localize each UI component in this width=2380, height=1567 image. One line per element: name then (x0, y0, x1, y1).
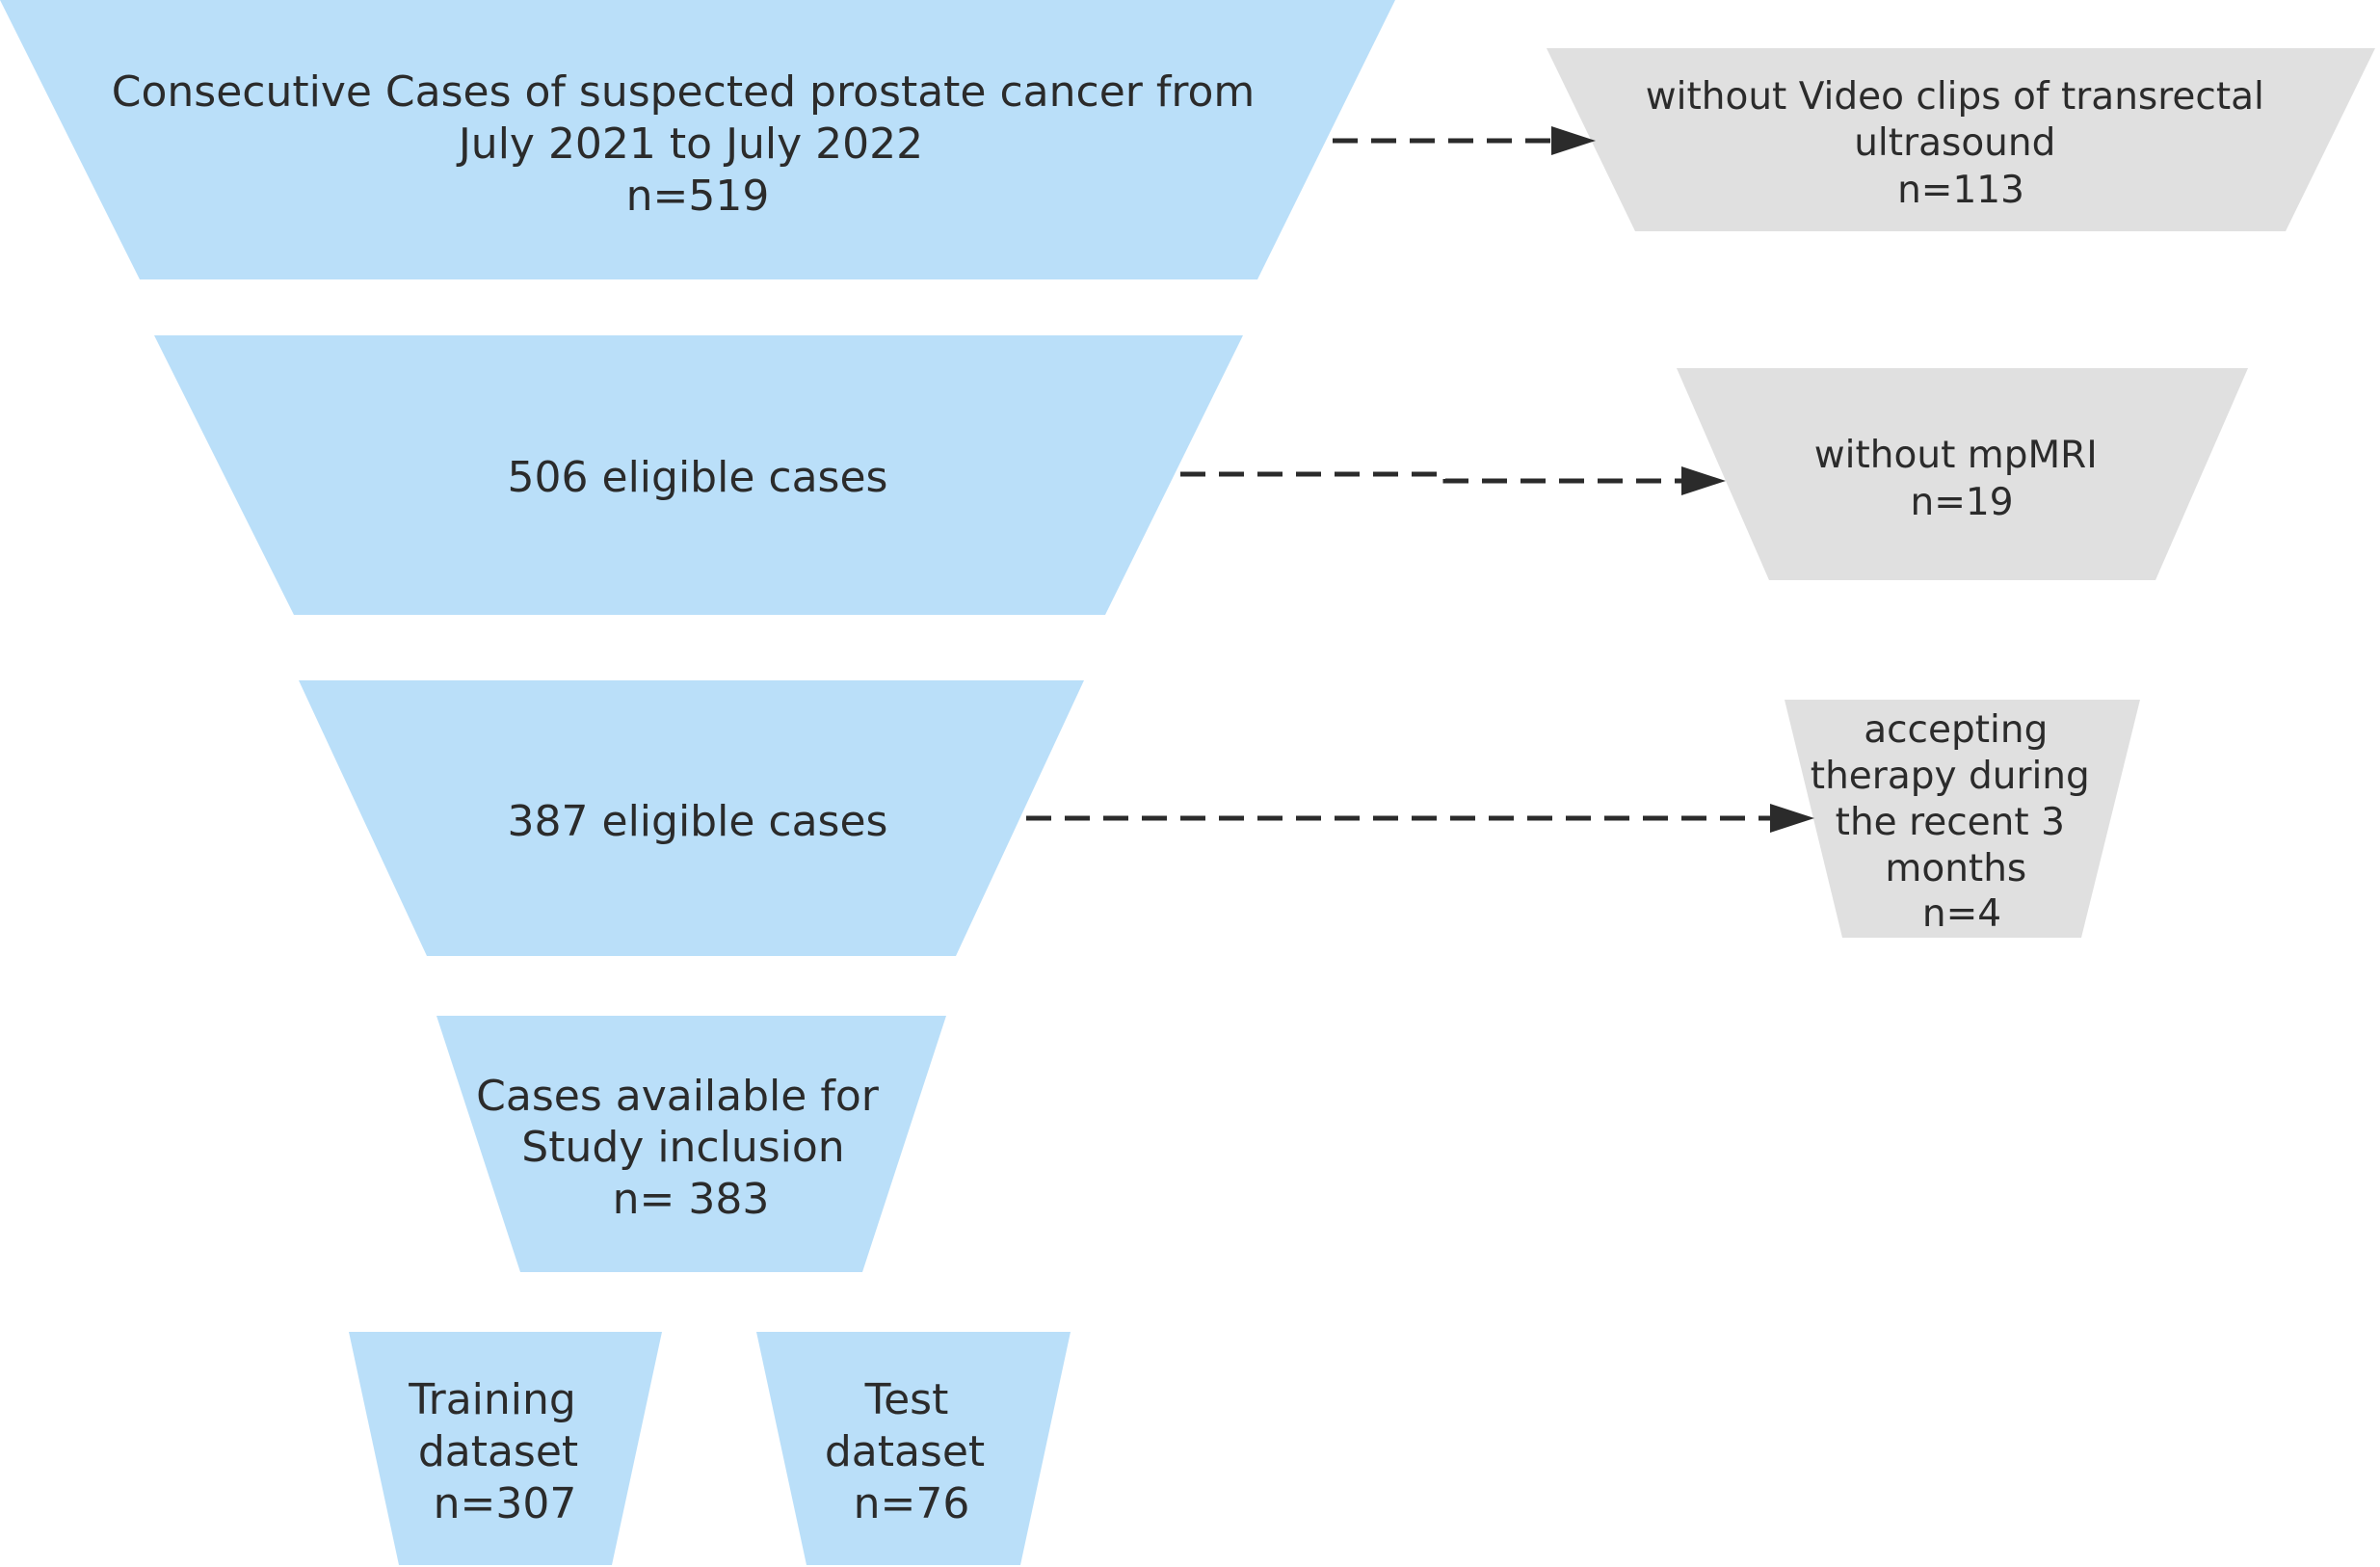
exclusion-arrow-2-head (1681, 466, 1726, 495)
training-dataset-node: Training dataset n=307 (349, 1332, 662, 1565)
stage4-line-2: Study inclusion (521, 1123, 844, 1172)
stage4-line-3: n= 383 (613, 1175, 770, 1224)
exclusion-arrow-3-head (1770, 804, 1814, 833)
exclusion-arrow-1 (1333, 126, 1596, 155)
stage4-line-1: Cases available for (476, 1072, 880, 1121)
exclusion-therapy-label: accepting therapy during the recent 3 mo… (1811, 708, 2102, 936)
test-dataset-line-3: n=76 (854, 1479, 970, 1528)
exclusion-therapy-line-2: therapy during (1811, 755, 2090, 798)
stage1-label: Consecutive Cases of suspected prostate … (112, 67, 1269, 221)
exclusion-no-mpmri-trapezoid (1677, 368, 2248, 580)
exclusion-no-mpmri-line-1: without mpMRI (1814, 434, 2098, 477)
exclusion-therapy-line-4: months (1885, 847, 2026, 890)
training-dataset-line-2: dataset (418, 1427, 578, 1476)
stage3-trapezoid (299, 680, 1084, 956)
stage1-line-3: n=519 (626, 172, 770, 221)
stage3-label: 387 eligible cases (508, 797, 888, 846)
stage3-line-1: 387 eligible cases (508, 797, 888, 846)
exclusion-therapy-line-5: n=4 (1922, 892, 2001, 936)
stage2-line-1: 506 eligible cases (508, 453, 888, 502)
exclusion-therapy-line-1: accepting (1864, 708, 2048, 752)
stage4-trapezoid (436, 1016, 946, 1272)
exclusion-arrow-2-line (1180, 471, 1691, 484)
training-dataset-line-1: Training (408, 1375, 576, 1424)
stage2-trapezoid (154, 335, 1243, 615)
exclusion-no-video-node: without Video clips of transrectal ultra… (1547, 48, 2375, 231)
exclusion-therapy-trapezoid (1785, 700, 2140, 938)
stage4-node: Cases available for Study inclusion n= 3… (436, 1016, 946, 1272)
exclusion-no-mpmri-label: without mpMRI n=19 (1814, 434, 2109, 524)
exclusion-arrow-1-head (1551, 126, 1596, 155)
exclusion-arrow-3 (1026, 804, 1814, 833)
exclusion-no-video-line-2: ultrasound (1854, 121, 2055, 165)
stage1-line-1: Consecutive Cases of suspected prostate … (112, 67, 1256, 117)
training-dataset-label: Training dataset n=307 (408, 1375, 592, 1528)
stage1-line-2: July 2021 to July 2022 (456, 120, 923, 169)
training-dataset-line-3: n=307 (434, 1479, 577, 1528)
stage2-label: 506 eligible cases (508, 453, 888, 502)
training-dataset-trapezoid (349, 1332, 662, 1565)
test-dataset-line-1: Test (864, 1375, 949, 1424)
exclusion-no-mpmri-line-2: n=19 (1910, 481, 2013, 524)
exclusion-therapy-node: accepting therapy during the recent 3 mo… (1785, 700, 2140, 938)
stage1-node: Consecutive Cases of suspected prostate … (0, 0, 1395, 279)
test-dataset-line-2: dataset (825, 1427, 985, 1476)
stage1-trapezoid (0, 0, 1395, 279)
exclusion-no-video-label: without Video clips of transrectal ultra… (1646, 75, 2277, 212)
exclusion-no-video-trapezoid (1547, 48, 2375, 231)
exclusion-no-mpmri-node: without mpMRI n=19 (1677, 368, 2248, 580)
exclusion-arrow-2 (1180, 466, 1726, 495)
exclusion-therapy-line-3: the recent 3 (1836, 801, 2065, 844)
exclusion-no-video-line-3: n=113 (1897, 169, 2024, 212)
exclusion-no-video-line-1: without Video clips of transrectal (1646, 75, 2264, 119)
test-dataset-trapezoid (756, 1332, 1071, 1565)
test-dataset-label: Test dataset n=76 (825, 1375, 998, 1528)
test-dataset-node: Test dataset n=76 (756, 1332, 1071, 1565)
stage4-label: Cases available for Study inclusion n= 3… (476, 1072, 892, 1224)
stage3-node: 387 eligible cases (299, 680, 1084, 956)
stage2-node: 506 eligible cases (154, 335, 1243, 615)
